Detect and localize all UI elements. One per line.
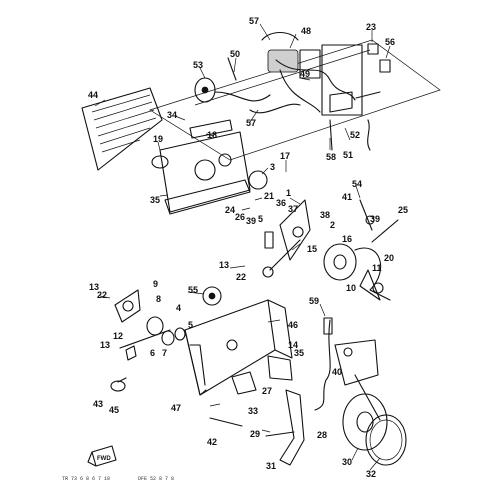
callout-34: 34 <box>167 110 177 120</box>
callout-42: 42 <box>207 437 217 447</box>
callout-15: 15 <box>307 244 317 254</box>
callout-56: 56 <box>385 37 395 47</box>
callout-10: 10 <box>346 283 356 293</box>
callout-58: 58 <box>326 152 336 162</box>
callout-12: 12 <box>113 331 123 341</box>
callout-49: 49 <box>300 69 310 79</box>
callout-20: 20 <box>384 253 394 263</box>
footer-code-left: TR 73 6 8 6 7 10 <box>62 476 110 482</box>
callout-45: 45 <box>109 405 119 415</box>
footer-code-right: DFE 52 8 7 8 <box>138 476 174 482</box>
callout-13c: 13 <box>100 340 110 350</box>
callout-41: 41 <box>342 192 352 202</box>
callout-22b: 22 <box>97 290 107 300</box>
callout-27: 27 <box>262 386 272 396</box>
callout-50: 50 <box>230 49 240 59</box>
lower-housing <box>184 299 293 396</box>
callout-19: 19 <box>153 134 163 144</box>
callout-17: 17 <box>280 151 290 161</box>
bracket-33 <box>231 355 293 395</box>
callout-43: 43 <box>93 399 103 409</box>
callout-22a: 22 <box>236 272 246 282</box>
main-plate <box>151 119 268 215</box>
callout-25: 25 <box>398 205 408 215</box>
fwd-badge-text: FWD <box>97 456 111 462</box>
callout-46: 46 <box>288 320 298 330</box>
callout-39a: 39 <box>246 216 256 226</box>
callout-18: 18 <box>207 130 217 140</box>
callout-47: 47 <box>171 403 181 413</box>
callout-29: 29 <box>250 429 260 439</box>
callout-44: 44 <box>88 90 98 100</box>
callout-13b: 13 <box>89 282 99 292</box>
callout-35a: 35 <box>150 195 160 205</box>
callout-13a: 13 <box>219 260 229 270</box>
pulley-assembly <box>323 199 399 301</box>
callout-32: 32 <box>366 469 376 479</box>
throttle-arm <box>279 339 381 466</box>
callout-3: 3 <box>270 162 275 172</box>
callout-8: 8 <box>156 294 161 304</box>
callout-38: 38 <box>320 210 330 220</box>
callout-53: 53 <box>193 60 203 70</box>
callout-11: 11 <box>372 263 382 273</box>
callout-26: 26 <box>235 212 245 222</box>
callout-36: 36 <box>276 198 286 208</box>
callout-30: 30 <box>342 457 352 467</box>
callout-23: 23 <box>366 22 376 32</box>
callout-33: 33 <box>248 406 258 416</box>
wheel-disc <box>342 393 407 466</box>
callout-52: 52 <box>350 130 360 140</box>
leader-lines <box>94 23 391 471</box>
callout-5b: 5 <box>188 320 193 330</box>
callout-2: 2 <box>330 220 335 230</box>
callout-59: 59 <box>309 296 319 306</box>
callout-16: 16 <box>342 234 352 244</box>
lever-bracket-1 <box>262 199 311 278</box>
callout-4: 4 <box>176 303 181 313</box>
callout-24: 24 <box>225 205 235 215</box>
harness-assembly <box>194 31 391 151</box>
callout-40: 40 <box>332 367 342 377</box>
callout-57b: 57 <box>246 118 256 128</box>
callout-57a: 57 <box>249 16 259 26</box>
callout-21: 21 <box>264 191 274 201</box>
callout-9: 9 <box>153 279 158 289</box>
fwd-badge: FWD <box>87 445 117 467</box>
callout-14: 14 <box>288 340 298 350</box>
callout-31: 31 <box>266 461 276 471</box>
callout-54: 54 <box>352 179 362 189</box>
callout-51: 51 <box>343 150 353 160</box>
callout-35b: 35 <box>294 348 304 358</box>
callout-48: 48 <box>301 26 311 36</box>
grille-cover-44 <box>81 87 163 171</box>
callout-39b: 39 <box>370 214 380 224</box>
callout-55: 55 <box>188 285 198 295</box>
callout-1: 1 <box>286 188 291 198</box>
callout-7: 7 <box>162 348 167 358</box>
callout-37: 37 <box>288 204 298 214</box>
lower-left-assembly <box>110 286 222 392</box>
callout-28: 28 <box>317 430 327 440</box>
callout-6: 6 <box>150 348 155 358</box>
callout-labels: 57 48 23 56 50 53 49 44 34 18 57 58 51 5… <box>88 16 408 479</box>
cable-rod <box>209 317 333 437</box>
callout-5a: 5 <box>258 214 263 224</box>
